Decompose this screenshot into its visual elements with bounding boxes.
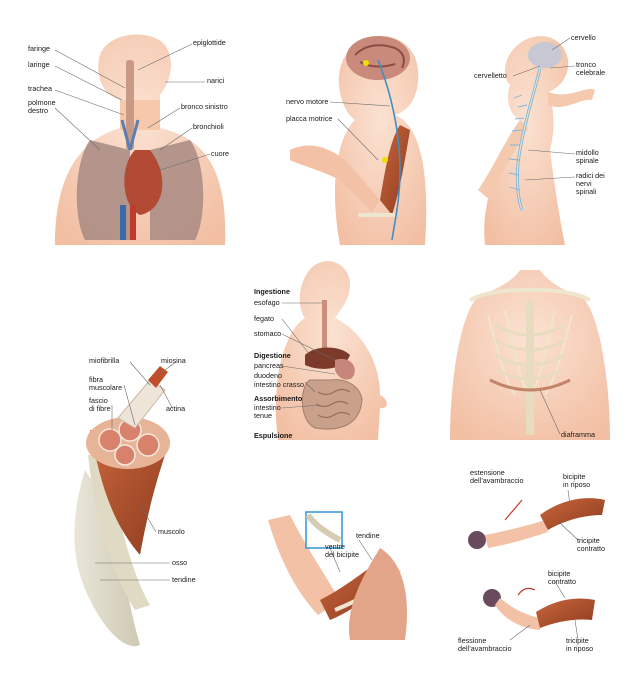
label-laringe: laringe [28,60,50,69]
label-cervello: cervello [571,33,596,42]
label-intestino-tenue: intestino tenue [254,403,281,420]
label-pancreas: pancreas [254,361,284,370]
muscle-section [74,366,170,647]
label-estensione: estensione dell’avambraccio [470,468,524,485]
label-digestione: Digestione [254,351,291,360]
label-ventre-bicipite: ventre del bicipite [325,542,359,559]
label-muscolo: muscolo [158,527,185,536]
label-epiglottide: epiglottide [193,38,226,47]
label-fascio-fibre: fascio di fibre [89,396,111,413]
label-fibra-muscolare: fibra muscolare [89,375,123,392]
label-stomaco: stomaco [254,329,282,338]
label-ingestione: Ingestione [254,287,290,296]
label-trachea: trachea [28,84,52,93]
label-arm-tendine: tendine [356,531,380,540]
label-polmone-destro: polmone destro [28,98,56,115]
digestive-torso [275,261,387,440]
label-osso: osso [172,558,188,567]
label-esofago: esofago [254,298,280,307]
respiratory-torso [55,34,226,245]
label-tendine: tendine [172,575,196,584]
label-midollo-spinale: midollo spinale [576,148,599,165]
label-assorbimento: Assorbimento [254,394,303,403]
label-flessione: flessione dell’avambraccio [458,636,512,653]
label-diaframma: diaframma [561,430,595,439]
label-intestino-crasso: intestino crasso [254,380,304,389]
label-radici-nervi: radici dei nervi spinali [576,171,605,196]
leader-lines [54,37,579,641]
label-tronco-celebrale: tronco celebrale [576,60,606,77]
label-tricipite-contratto: tricipite contratto [577,536,605,553]
label-espulsione: Espulsione [254,431,293,440]
nervous-runner [478,36,595,245]
label-faringe: faringe [28,44,50,53]
label-duodeno: duodeno [254,371,282,380]
label-bicipite-riposo: bicipite in riposo [563,472,591,489]
label-cervelletto: cervelletto [474,71,507,80]
biceps-arm [268,511,408,640]
flexion-arm [483,587,595,630]
label-nervo-motore: nervo motore [286,97,329,106]
label-miosina: miosina [161,356,186,365]
label-cuore: cuore [211,149,229,158]
label-bronchioli: bronchioli [193,122,224,131]
label-tricipite-riposo: tricipite in riposo [566,636,594,653]
label-bronco-sinistro: bronco sinistro [181,102,228,111]
label-bicipite-contratto: bicipite contratto [548,569,576,586]
extension-arm [468,498,605,549]
label-narici: narici [207,76,225,85]
skeleton-torso [450,270,610,440]
label-fegato: fegato [254,314,274,323]
motor-figure [290,36,427,245]
label-actina: actina [166,404,186,413]
label-miofibrilla: miofibrilla [89,356,120,365]
label-placca-motrice: placca motrice [286,114,333,123]
